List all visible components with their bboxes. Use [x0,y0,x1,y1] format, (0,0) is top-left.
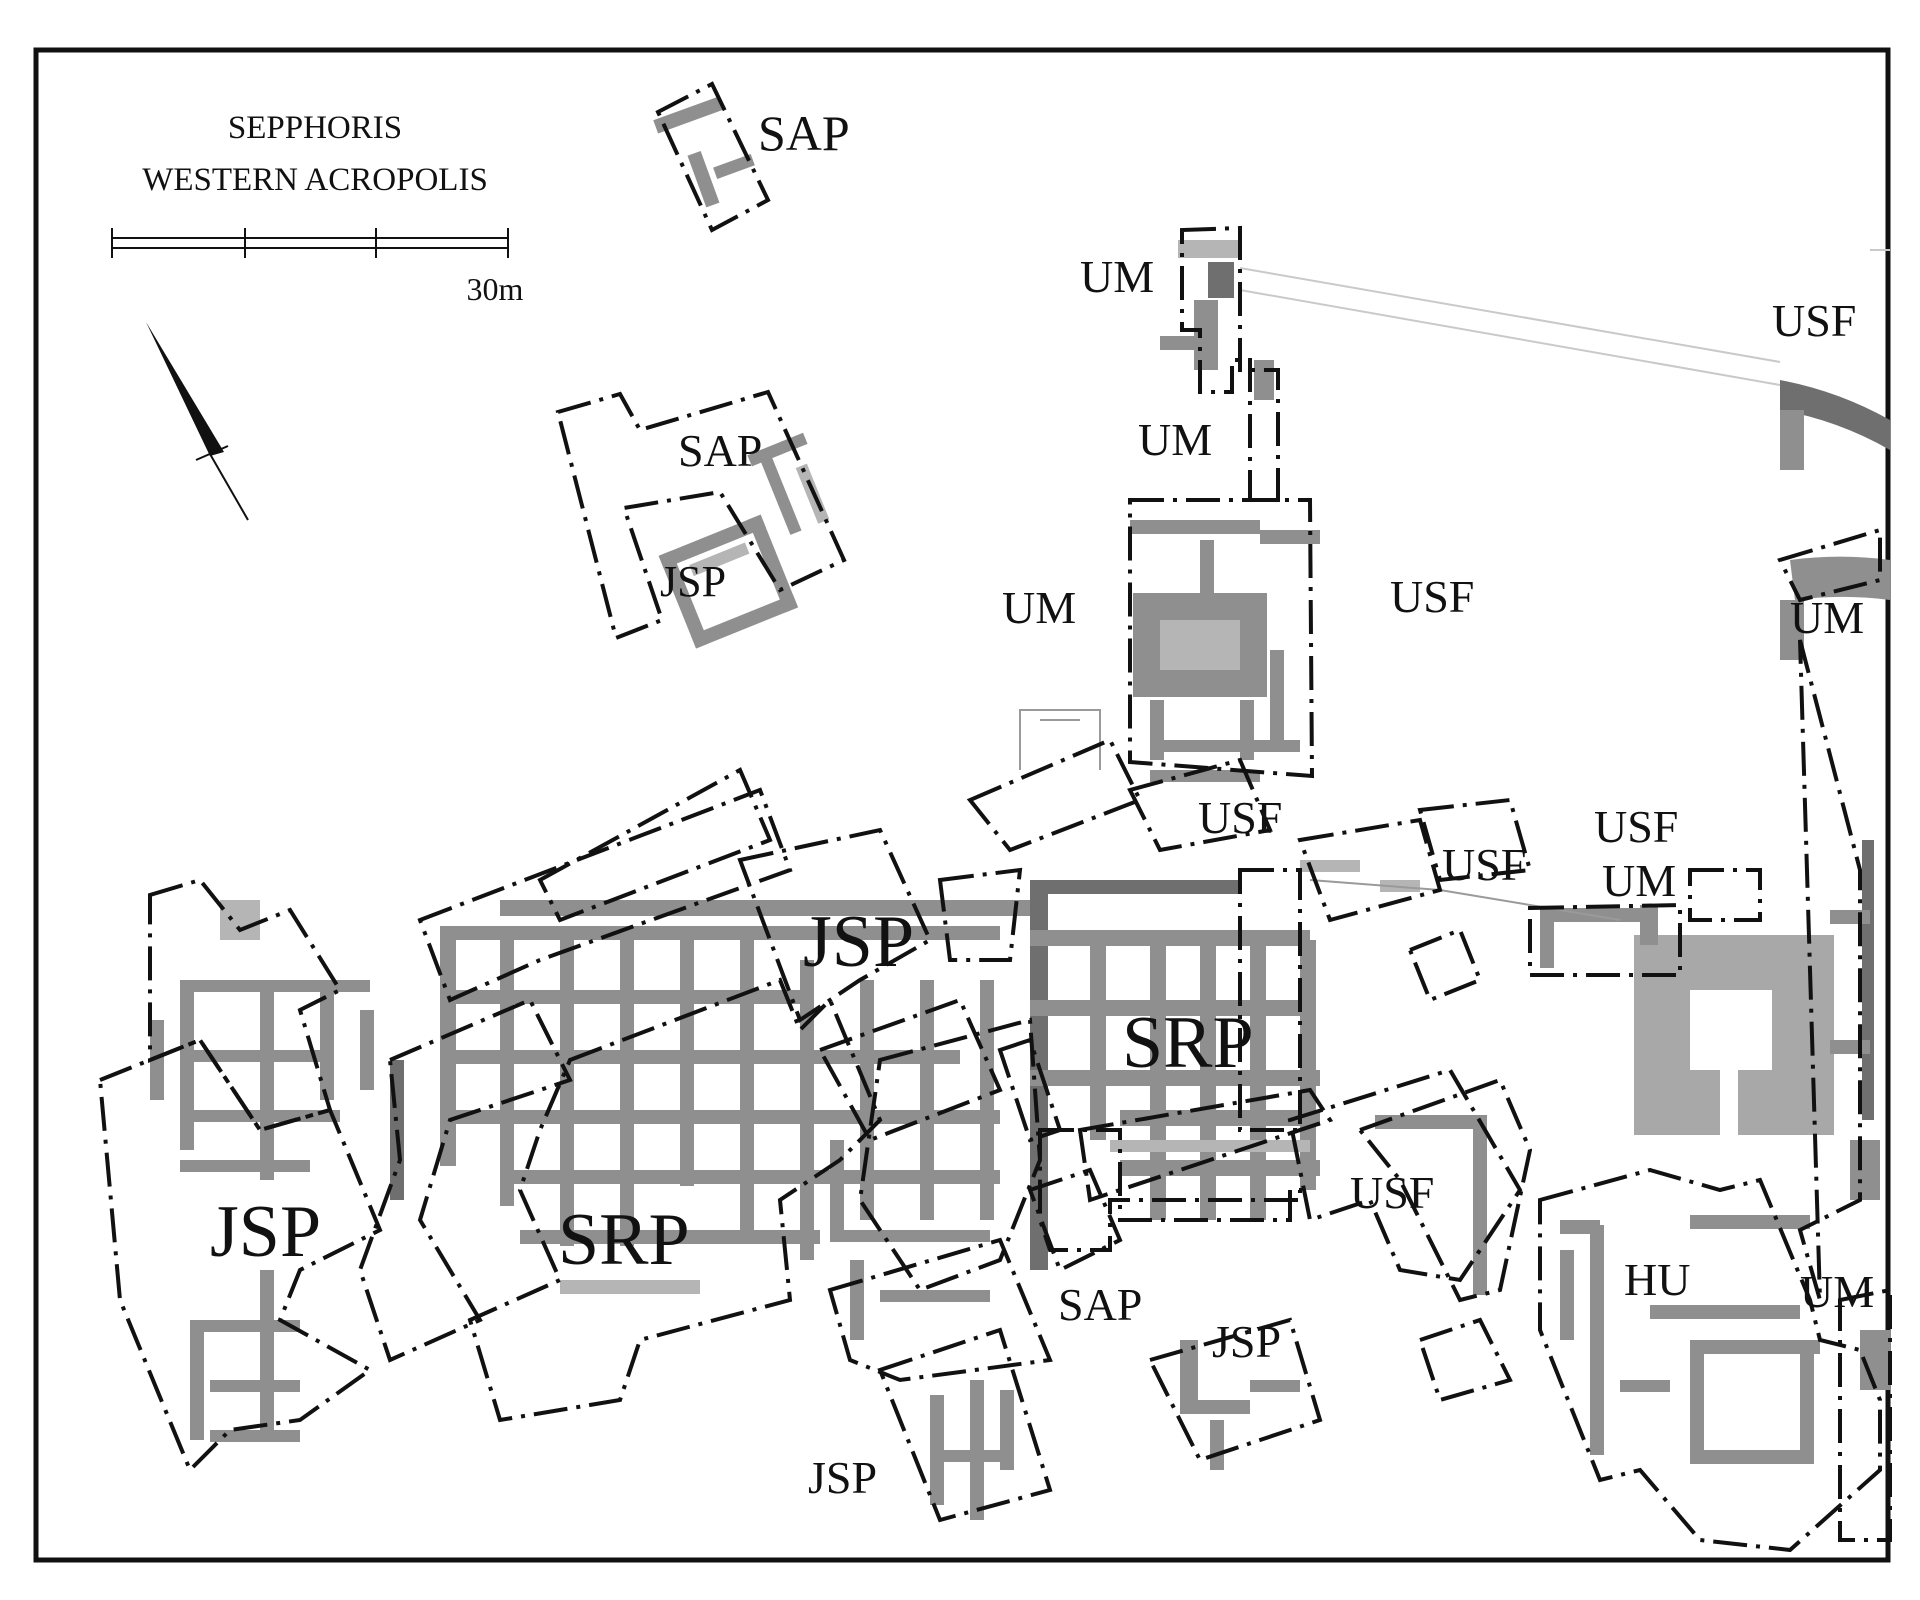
area-label: USF [1198,792,1282,843]
map-frame [33,47,1891,1563]
scale-bar [111,228,509,258]
area-label: SRP [558,1199,690,1281]
excavation-walls [150,96,1890,1520]
area-label: SAP [1058,1279,1142,1330]
area-label: SRP [1122,1002,1254,1084]
area-label: USF [1442,839,1526,890]
area-label: JSP [808,1452,877,1503]
area-label: HU [1624,1254,1690,1305]
area-label: JSP [210,1191,321,1273]
map-title-line2: WESTERN ACROPOLIS [142,162,488,198]
area-label: UM [1002,582,1076,633]
area-label: USF [1594,801,1678,852]
area-label: JSP [1212,1316,1281,1367]
north-arrow-icon [146,322,249,521]
area-label: UM [1800,1266,1874,1317]
excavation-boundaries [97,81,1892,1553]
scale-label: 30m [467,271,524,307]
area-label: UM [1602,855,1676,906]
area-label: USF [1390,571,1474,622]
area-labels: SAP UM USF SAP UM JSP UM USF UM USF USF … [210,105,1874,1503]
area-label: JSP [803,901,914,983]
area-label: SAP [678,425,762,476]
area-label: UM [1138,414,1212,465]
area-label: SAP [758,105,850,161]
area-label: UM [1080,251,1154,302]
map-title-line1: SEPPHORIS [228,110,402,146]
area-label: USF [1350,1167,1434,1218]
area-label: USF [1772,295,1856,346]
area-label: UM [1790,592,1864,643]
area-label: JSP [660,557,726,606]
